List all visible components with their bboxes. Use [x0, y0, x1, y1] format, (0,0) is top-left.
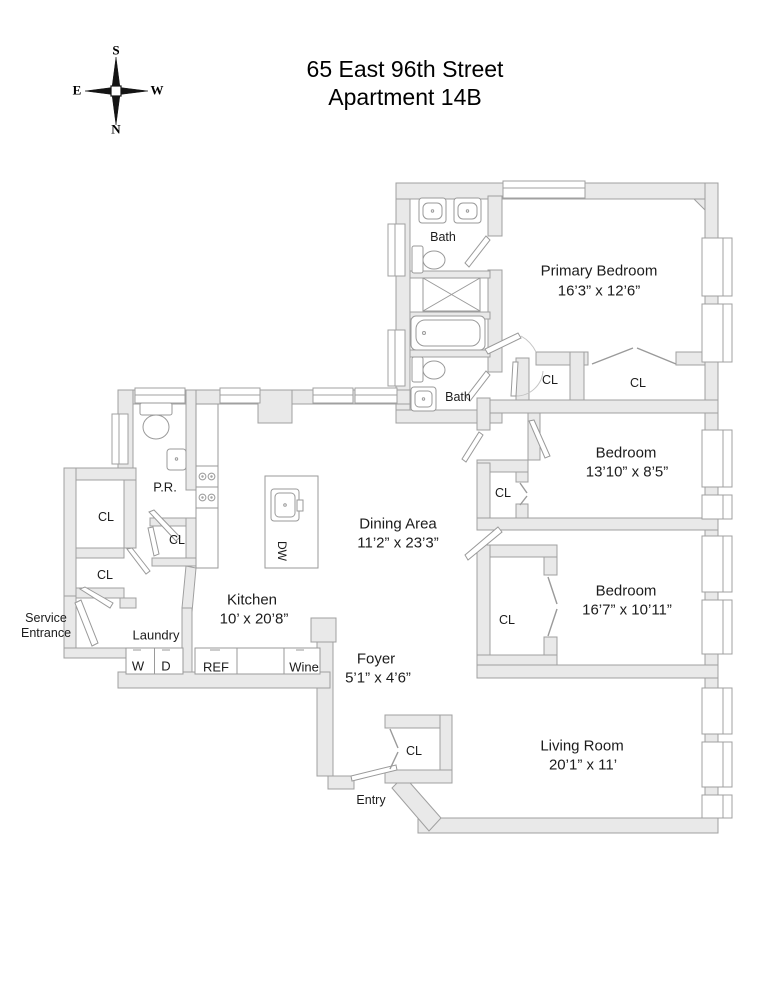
washer-dryer-icon	[125, 647, 184, 675]
door-leaf	[148, 509, 181, 542]
laundry-label: Laundry	[132, 627, 180, 643]
dining-area-dims: 11’2” x 23’3”	[357, 534, 439, 552]
walls	[63, 182, 719, 834]
stove-icon	[195, 465, 219, 509]
door-leaf	[484, 332, 522, 355]
kitchen-label: Kitchen	[226, 591, 278, 609]
bath-lower-label: Bath	[445, 389, 471, 404]
bathtub-icon	[410, 315, 486, 351]
compass-south: S	[112, 42, 120, 58]
sink-icon	[453, 197, 482, 224]
door-leaf	[464, 526, 503, 561]
door-leaf	[147, 526, 160, 557]
door-leaf	[465, 370, 491, 402]
bifold-doors	[389, 347, 677, 770]
foyer-label: Foyer	[356, 650, 396, 668]
page-title-apartment: Apartment 14B	[328, 83, 482, 110]
bath-upper-label: Bath	[430, 229, 456, 244]
dishwasher-label: DW	[274, 541, 289, 561]
dining-area-label: Dining Area	[359, 515, 437, 533]
primary-bedroom-dims: 16’3” x 12’6”	[557, 282, 641, 300]
service-entrance-label-line2: Entrance	[20, 625, 72, 640]
sink-icon	[410, 386, 437, 412]
sink-icon	[166, 448, 187, 471]
shower-icon	[422, 277, 481, 312]
dryer-label: D	[161, 658, 171, 674]
kitchen-dims: 10’ x 20’8”	[219, 610, 289, 628]
refrigerator-counter-icon	[194, 647, 321, 675]
door-leaf	[78, 586, 114, 609]
entry-label: Entry	[356, 792, 386, 807]
toilet-icon	[411, 356, 446, 383]
closet-label-bedroom-3: CL	[499, 612, 515, 627]
door-leaf	[350, 764, 398, 782]
powder-room-label: P.R.	[153, 479, 177, 495]
wine-label: Wine	[289, 659, 319, 675]
compass-east: E	[72, 82, 82, 98]
compass-north: N	[111, 121, 121, 137]
bedroom-3-dims: 16’7” x 10’11”	[582, 601, 672, 619]
bedroom-2-dims: 13’10” x 8’5”	[585, 463, 669, 481]
primary-bedroom-label: Primary Bedroom	[540, 262, 658, 280]
bedroom-2-label: Bedroom	[595, 444, 657, 462]
toilet-icon	[139, 402, 173, 440]
closet-label-foyer: CL	[406, 743, 422, 758]
foyer-dims: 5’1” x 4’6”	[345, 669, 411, 687]
compass-rose-icon	[84, 56, 149, 126]
page-title-address: 65 East 96th Street	[306, 55, 504, 82]
service-entrance-label-line1: Service	[25, 610, 67, 625]
door-leaf	[461, 431, 484, 463]
living-room-dims: 20’1” x 11’	[548, 756, 618, 774]
closet-label-primary-small: CL	[542, 372, 558, 387]
windows	[111, 180, 733, 819]
door-leaf	[528, 419, 551, 459]
closet-label-bedroom-2: CL	[495, 485, 511, 500]
closet-label-hall-2: CL	[97, 567, 113, 582]
fixtures	[125, 197, 486, 675]
refrigerator-label: REF	[203, 659, 229, 675]
closet-label-primary-wide: CL	[630, 375, 646, 390]
washer-label: W	[131, 658, 145, 674]
doors	[74, 235, 551, 782]
closet-label-pr: CL	[169, 532, 185, 547]
closet-label-hall-1: CL	[98, 509, 114, 524]
bedroom-3-label: Bedroom	[595, 582, 657, 600]
door-leaf	[510, 361, 519, 397]
compass-west: W	[150, 82, 164, 98]
kitchen-island	[264, 475, 319, 569]
sink-icon	[418, 197, 447, 224]
toilet-icon	[411, 245, 446, 274]
door-leaf	[464, 235, 491, 268]
living-room-label: Living Room	[540, 737, 624, 755]
door-leaf	[74, 599, 99, 647]
door-leaf	[126, 547, 151, 575]
